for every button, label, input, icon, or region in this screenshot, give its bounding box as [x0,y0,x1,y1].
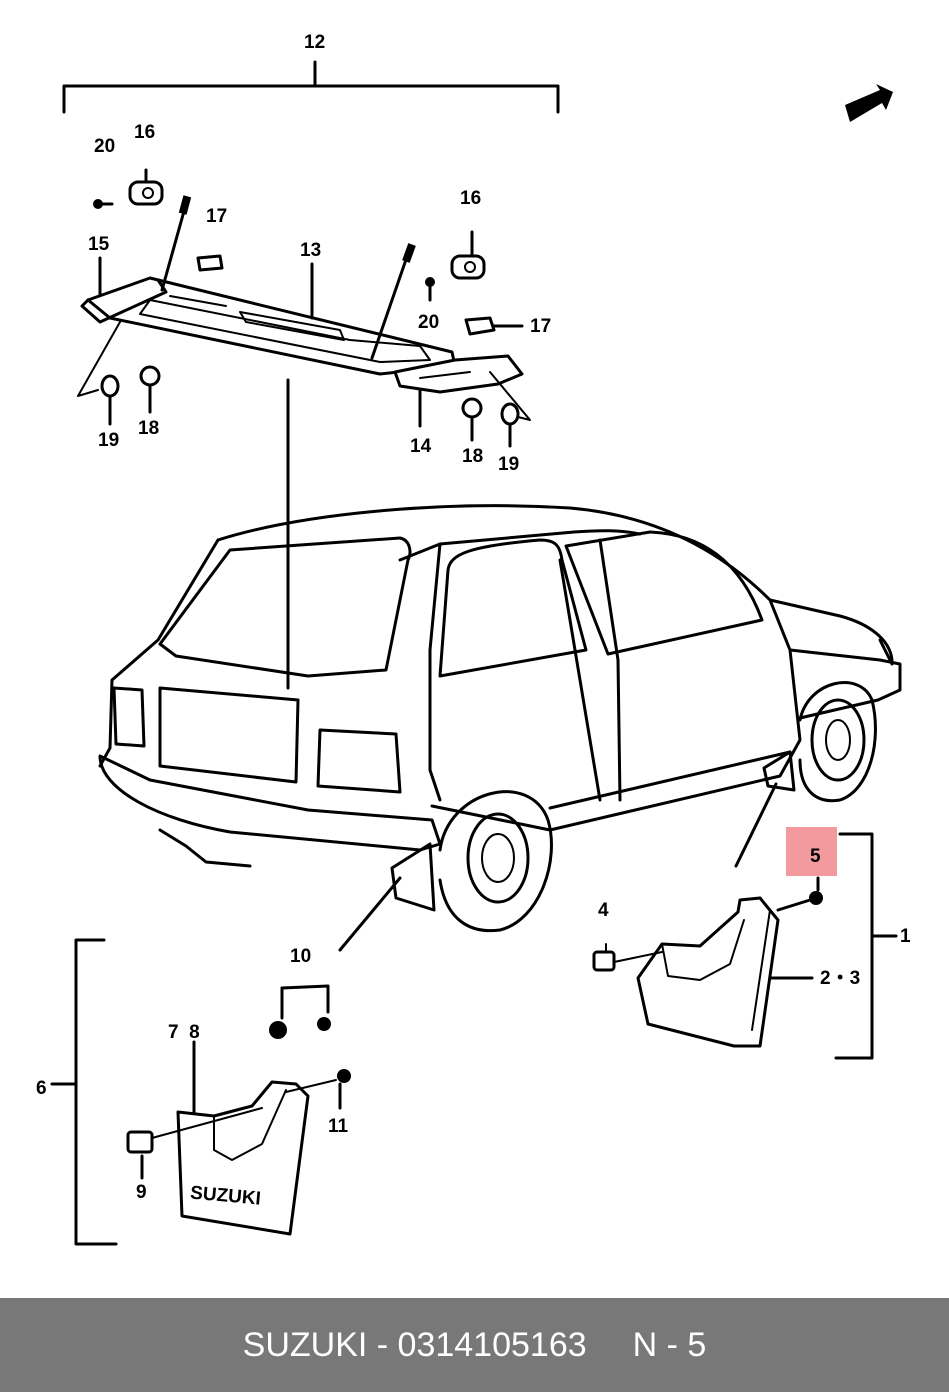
page-reference: N - 5 [632,1325,707,1364]
callout-19-left: 19 [98,430,119,451]
car-body-outline [98,378,902,952]
rear-mudflap-set: SUZUKI [50,938,351,1246]
highlight-part-5[interactable] [786,827,837,876]
bracket-12 [62,60,560,114]
callout-1: 1 [900,926,911,947]
callout-4: 4 [598,900,609,921]
callout-15: 15 [88,234,110,255]
callout-12: 12 [304,32,325,53]
callout-19-right: 19 [498,454,519,475]
front-mudflap [636,896,780,1048]
callout-5: 5 [810,846,821,867]
callout-17-right: 17 [530,316,551,337]
brand-part-number: SUZUKI - 0314105163 [242,1325,587,1364]
callout-11: 11 [328,1116,349,1137]
callout-18-right: 18 [462,446,483,467]
part-number-footer: SUZUKI - 0314105163 N - 5 [0,1298,949,1392]
shelf-hardware [93,168,524,448]
callout-17-left: 17 [206,206,227,227]
callout-2-3: 2・3 [820,968,860,989]
callout-20-right: 20 [418,312,439,333]
callout-16-right: 16 [460,188,481,209]
front-mudflap-set [592,832,898,1060]
front-direction-arrow-icon [845,84,893,122]
callout-18-left: 18 [138,418,159,439]
callout-13: 13 [300,240,321,261]
callout-7-8: 7 8 [168,1022,200,1043]
parts-diagram: SUZUKI 12 20 16 17 15 13 16 20 17 19 18 … [36,32,911,1246]
callout-labels: 12 20 16 17 15 13 16 20 17 19 18 14 18 1… [36,32,911,1203]
callout-9: 9 [136,1182,147,1203]
callout-6: 6 [36,1078,47,1099]
callout-10: 10 [290,946,311,967]
rear-mudflap [176,1080,310,1236]
rear-shelf-assembly [77,195,531,421]
callout-14: 14 [410,436,432,457]
callout-20-left: 20 [94,136,115,157]
callout-16-left: 16 [134,122,155,143]
